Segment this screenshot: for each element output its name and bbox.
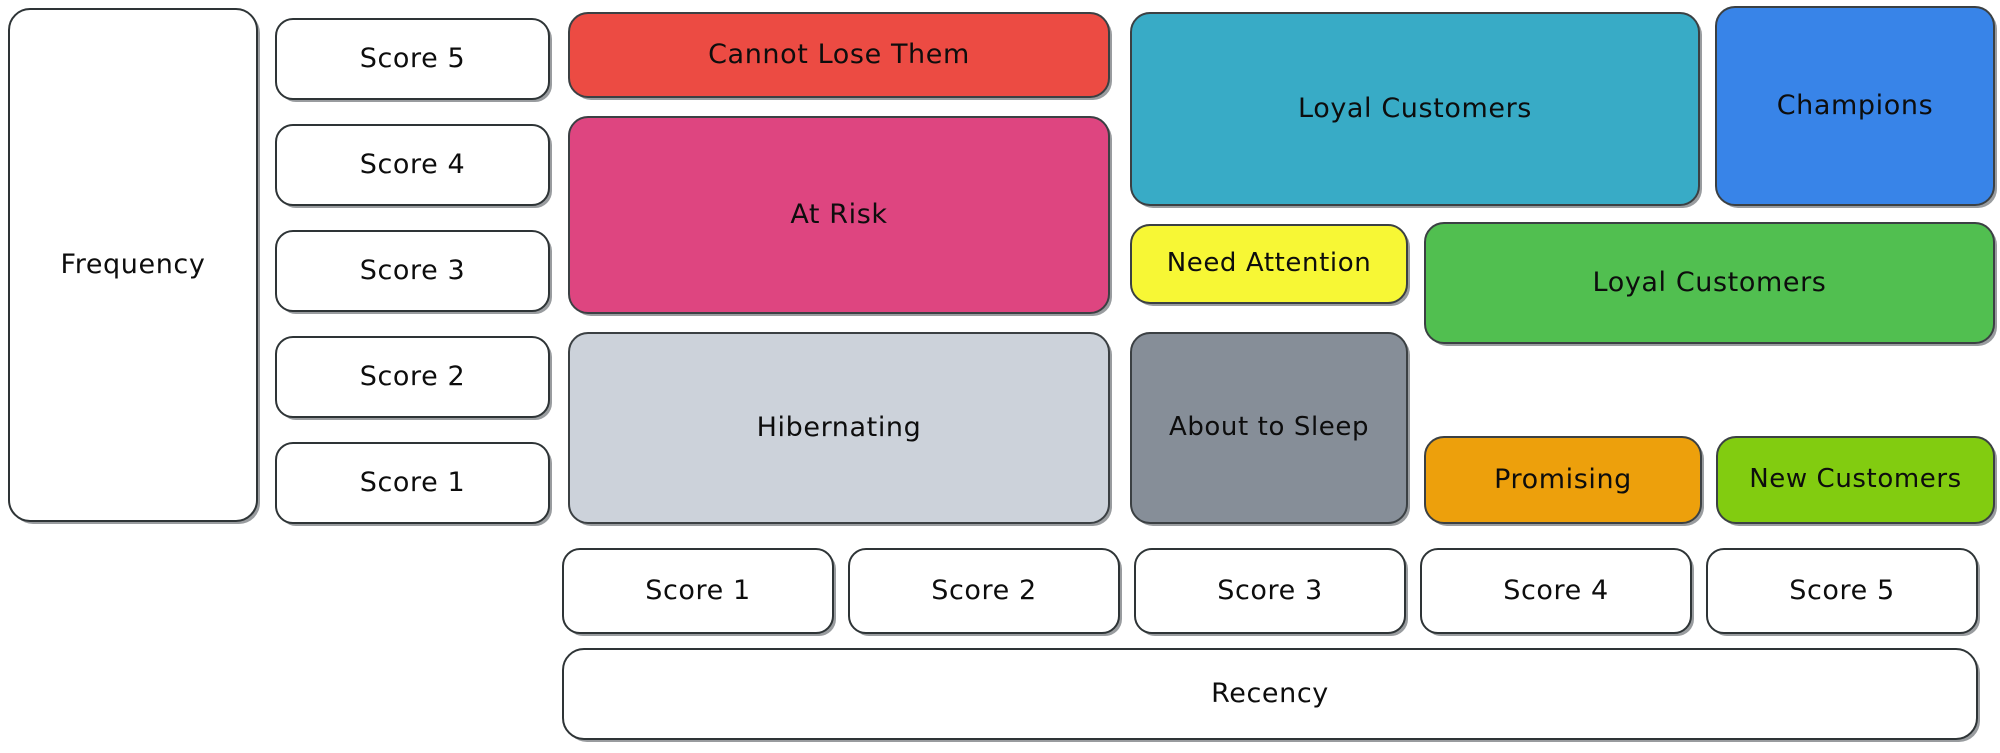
segment-cannot-lose-them[interactable]: Cannot Lose Them: [568, 12, 1110, 98]
segment-loyal-customers-teal[interactable]: Loyal Customers: [1130, 12, 1700, 206]
segment-about-to-sleep[interactable]: About to Sleep: [1130, 332, 1408, 524]
segment-champions[interactable]: Champions: [1715, 6, 1995, 206]
recency-score-2[interactable]: Score 2: [848, 548, 1120, 634]
recency-axis-label: Recency: [562, 648, 1978, 740]
frequency-score-2[interactable]: Score 2: [275, 336, 550, 418]
frequency-axis-label: Frequency: [8, 8, 258, 522]
segment-at-risk[interactable]: At Risk: [568, 116, 1110, 314]
segment-new-customers[interactable]: New Customers: [1716, 436, 1995, 524]
frequency-score-4[interactable]: Score 4: [275, 124, 550, 206]
recency-score-1[interactable]: Score 1: [562, 548, 834, 634]
segment-promising[interactable]: Promising: [1424, 436, 1702, 524]
segment-need-attention[interactable]: Need Attention: [1130, 224, 1408, 304]
frequency-score-1[interactable]: Score 1: [275, 442, 550, 524]
segment-loyal-customers-green[interactable]: Loyal Customers: [1424, 222, 1995, 344]
recency-score-4[interactable]: Score 4: [1420, 548, 1692, 634]
segment-hibernating[interactable]: Hibernating: [568, 332, 1110, 524]
frequency-score-3[interactable]: Score 3: [275, 230, 550, 312]
recency-score-5[interactable]: Score 5: [1706, 548, 1978, 634]
frequency-score-5[interactable]: Score 5: [275, 18, 550, 100]
recency-score-3[interactable]: Score 3: [1134, 548, 1406, 634]
